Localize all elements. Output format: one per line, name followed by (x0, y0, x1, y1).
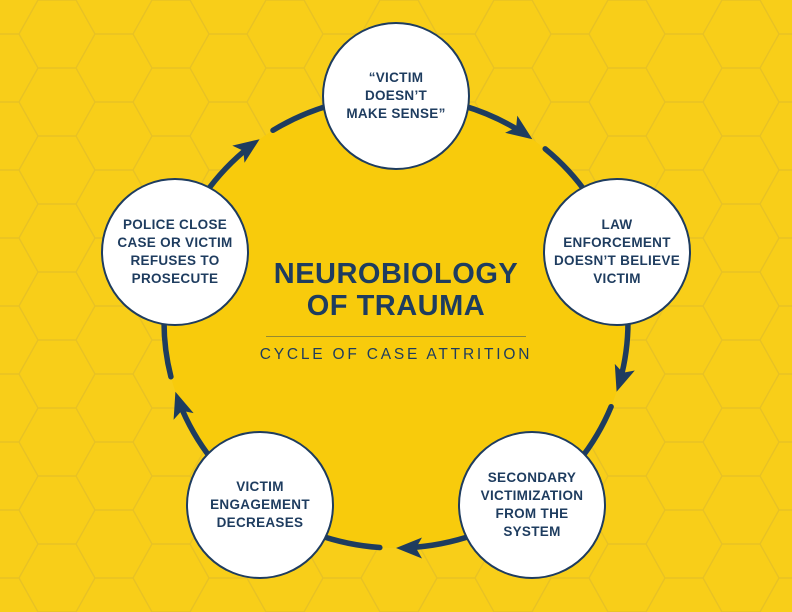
diagram-title: NEUROBIOLOGY OF TRAUMA (273, 258, 519, 323)
node-label-secondary-victimization-from-the-system: SECONDARY VICTIMIZATION FROM THE SYSTEM (480, 470, 584, 539)
cycle-arrowhead-top-left-icon (232, 139, 260, 163)
cycle-arrowhead-bottom-icon (396, 537, 422, 559)
node-label-victim-doesnt-make-sense: “VICTIM DOESN’T MAKE SENSE” (346, 70, 446, 121)
node-circle-victim-doesnt-make-sense (322, 22, 470, 170)
cycle-arrowhead-right-icon (614, 363, 635, 392)
node-label-police-close-case-or-victim-refuses-to-prosecute: POLICE CLOSE CASE OR VICTIM REFUSES TO P… (117, 217, 233, 286)
title-divider (266, 335, 526, 337)
node-circle-police-close-case-or-victim-refuses-to-prosecute (101, 178, 249, 326)
node-label-victim-engagement-decreases: VICTIM ENGAGEMENT DECREASES (210, 479, 310, 530)
node-circle-secondary-victimization-from-the-system (458, 431, 606, 579)
node-label-law-enforcement-doesnt-believe-victim: LAW ENFORCEMENT DOESN’T BELIEVE VICTIM (553, 217, 681, 286)
node-circle-victim-engagement-decreases (186, 431, 334, 579)
node-circle-law-enforcement-doesnt-believe-victim (543, 178, 691, 326)
cycle-arrowhead-left-icon (173, 391, 194, 420)
center-title-block: NEUROBIOLOGY OF TRAUMA CYCLE OF CASE ATT… (216, 258, 576, 364)
diagram-subtitle: CYCLE OF CASE ATTRITION (259, 345, 533, 363)
cycle-arrowhead-top-right-icon (505, 115, 533, 140)
